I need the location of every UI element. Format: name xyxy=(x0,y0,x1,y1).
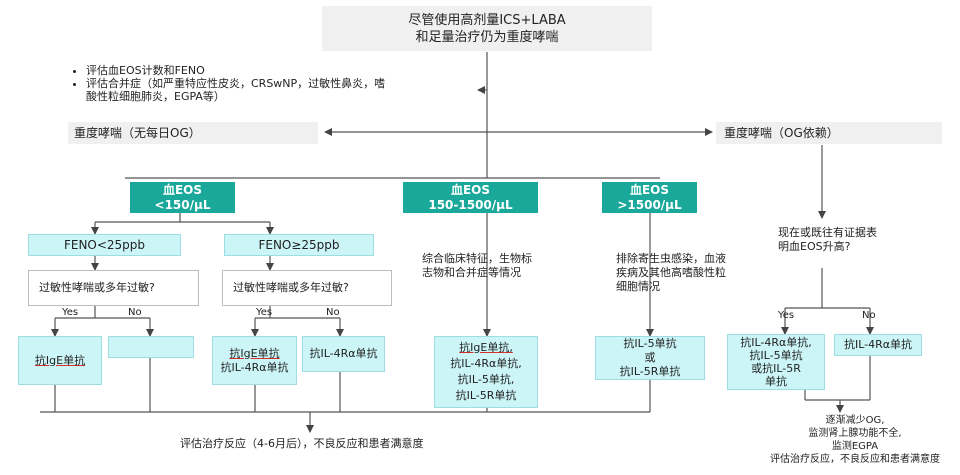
treat-mid-line3: 抗IL-5单抗, xyxy=(457,373,515,386)
eos-mid-line1: 血EOS xyxy=(450,182,491,197)
no-label-og: No xyxy=(862,310,876,321)
og-final-steps: 逐渐减少OG, 监测肾上腺功能不全, 监测EGPA 评估治疗反应，不良反应和患者… xyxy=(752,414,958,466)
note-og-line1: 现在或既往有证据表 xyxy=(778,226,877,239)
treat-og-no-box: 抗IL-4Rα单抗 xyxy=(834,334,922,356)
feno-high-label: FENO≥25ppb xyxy=(258,238,340,252)
treat-high-line3: 抗IL-5R单抗 xyxy=(619,365,681,378)
note-mid: 综合临床特征，生物标 志物和合并症等情况 xyxy=(422,252,562,280)
feno-low-label: FENO<25ppb xyxy=(63,238,146,252)
treat-ige-il4-line2: 抗IL-4Rα单抗 xyxy=(220,360,289,374)
allergy-question-high: 过敏性哮喘或多年过敏? xyxy=(222,270,392,306)
treat-mid-line2: 抗IL-4Rα单抗, xyxy=(450,357,522,370)
assessment-item-comorbid: 评估合并症（如严重特应性皮炎，CRSwNP，过敏性鼻炎，嗜 xyxy=(86,77,472,90)
treat-high-line2: 或 xyxy=(644,351,656,364)
treat-ige-il4-line1: 抗IgE单抗 xyxy=(229,346,280,360)
note-high-line1: 排除寄生虫感染，血液 xyxy=(616,252,726,265)
branch-og-label: 重度哮喘（OG依赖） xyxy=(724,126,839,140)
treat-mid-line1: 抗IgE单抗, xyxy=(459,341,513,354)
assessment-item-eos: 评估血EOS计数和FENO xyxy=(86,64,472,77)
treat-og-yes-line3: 或抗IL-5R xyxy=(751,362,801,375)
treat-ige-il4-box: 抗IgE单抗 抗IL-4Rα单抗 xyxy=(212,336,297,385)
feno-high-box: FENO≥25ppb xyxy=(224,234,374,256)
og-final-line2: 监测肾上腺功能不全, xyxy=(808,428,902,439)
treat-mid-line4: 抗IL-5R单抗 xyxy=(455,389,517,402)
yes-label-low: Yes xyxy=(62,307,79,318)
treat-il4-box: 抗IL-4Rα单抗 xyxy=(302,336,385,372)
allergy-question-high-label: 过敏性哮喘或多年过敏? xyxy=(233,281,349,294)
no-label-high: No xyxy=(326,307,340,318)
bottom-evaluation-label: 评估治疗反应（4-6月后），不良反应和患者满意度 xyxy=(180,437,424,450)
og-final-line4: 评估治疗反应，不良反应和患者满意度 xyxy=(770,454,940,465)
branch-og: 重度哮喘（OG依赖） xyxy=(716,122,942,144)
top-box-line2: 和足量治疗仍为重度哮喘 xyxy=(415,29,559,45)
treat-og-no-label: 抗IL-4Rα单抗 xyxy=(843,338,913,351)
treat-high-box: 抗IL-5单抗 或 抗IL-5R单抗 xyxy=(595,336,705,380)
assessment-list: 评估血EOS计数和FENO 评估合并症（如严重特应性皮炎，CRSwNP，过敏性鼻… xyxy=(72,64,472,103)
assessment-item-comorbid-cont: 酸性粒细胞肺炎，EGPA等） xyxy=(86,90,225,103)
allergy-question-low: 过敏性哮喘或多年过敏? xyxy=(28,270,199,306)
note-mid-line1: 综合临床特征，生物标 xyxy=(422,252,532,265)
treat-high-line1: 抗IL-5单抗 xyxy=(623,337,677,350)
eos-low-line2: <150/μL xyxy=(154,197,211,212)
treat-og-yes-line1: 抗IL-4Rα单抗, xyxy=(740,336,812,349)
note-high-line3: 细胞情况 xyxy=(616,280,660,293)
og-final-line3: 监测EGPA xyxy=(831,441,879,452)
treat-ige-box: 抗IgE单抗 xyxy=(18,336,102,385)
top-box: 尽管使用高剂量ICS+LABA 和足量治疗仍为重度哮喘 xyxy=(322,6,652,51)
branch-no-og-label: 重度哮喘（无每日OG） xyxy=(74,126,201,140)
treat-empty-box xyxy=(108,336,194,358)
eos-high-box: 血EOS >1500/μL xyxy=(602,182,697,213)
yes-label-og: Yes xyxy=(778,310,795,321)
note-high: 排除寄生虫感染，血液 疾病及其他高嗜酸性粒 细胞情况 xyxy=(616,252,756,294)
top-box-line1: 尽管使用高剂量ICS+LABA xyxy=(408,12,566,28)
treat-mid-box: 抗IgE单抗, 抗IL-4Rα单抗, 抗IL-5单抗, 抗IL-5R单抗 xyxy=(434,336,538,408)
no-label-low: No xyxy=(128,307,142,318)
treat-og-yes-line2: 抗IL-5单抗 xyxy=(749,349,803,362)
yes-label-high: Yes xyxy=(256,307,273,318)
eos-high-line1: 血EOS xyxy=(629,182,670,197)
allergy-question-low-label: 过敏性哮喘或多年过敏? xyxy=(39,281,155,294)
note-mid-line2: 志物和合并症等情况 xyxy=(422,266,521,279)
treat-og-yes-line4: 单抗 xyxy=(765,375,787,388)
note-og-line2: 明血EOS升高? xyxy=(778,240,851,253)
eos-low-line1: 血EOS xyxy=(162,182,203,197)
treat-ige-label: 抗IgE单抗 xyxy=(34,353,86,367)
treat-og-yes-box: 抗IL-4Rα单抗, 抗IL-5单抗 或抗IL-5R 单抗 xyxy=(727,334,825,390)
eos-mid-line2: 150-1500/μL xyxy=(428,197,513,212)
treat-il4-label: 抗IL-4Rα单抗 xyxy=(309,347,378,360)
eos-mid-box: 血EOS 150-1500/μL xyxy=(403,182,538,213)
og-final-line1: 逐渐减少OG, xyxy=(825,415,885,426)
eos-high-line2: >1500/μL xyxy=(617,197,682,212)
branch-no-og: 重度哮喘（无每日OG） xyxy=(68,122,318,144)
feno-low-box: FENO<25ppb xyxy=(28,234,181,256)
note-high-line2: 疾病及其他高嗜酸性粒 xyxy=(616,266,726,279)
eos-low-box: 血EOS <150/μL xyxy=(130,182,235,213)
note-og: 现在或既往有证据表 明血EOS升高? xyxy=(778,226,908,254)
bottom-evaluation: 评估治疗反应（4-6月后），不良反应和患者满意度 xyxy=(180,437,520,451)
